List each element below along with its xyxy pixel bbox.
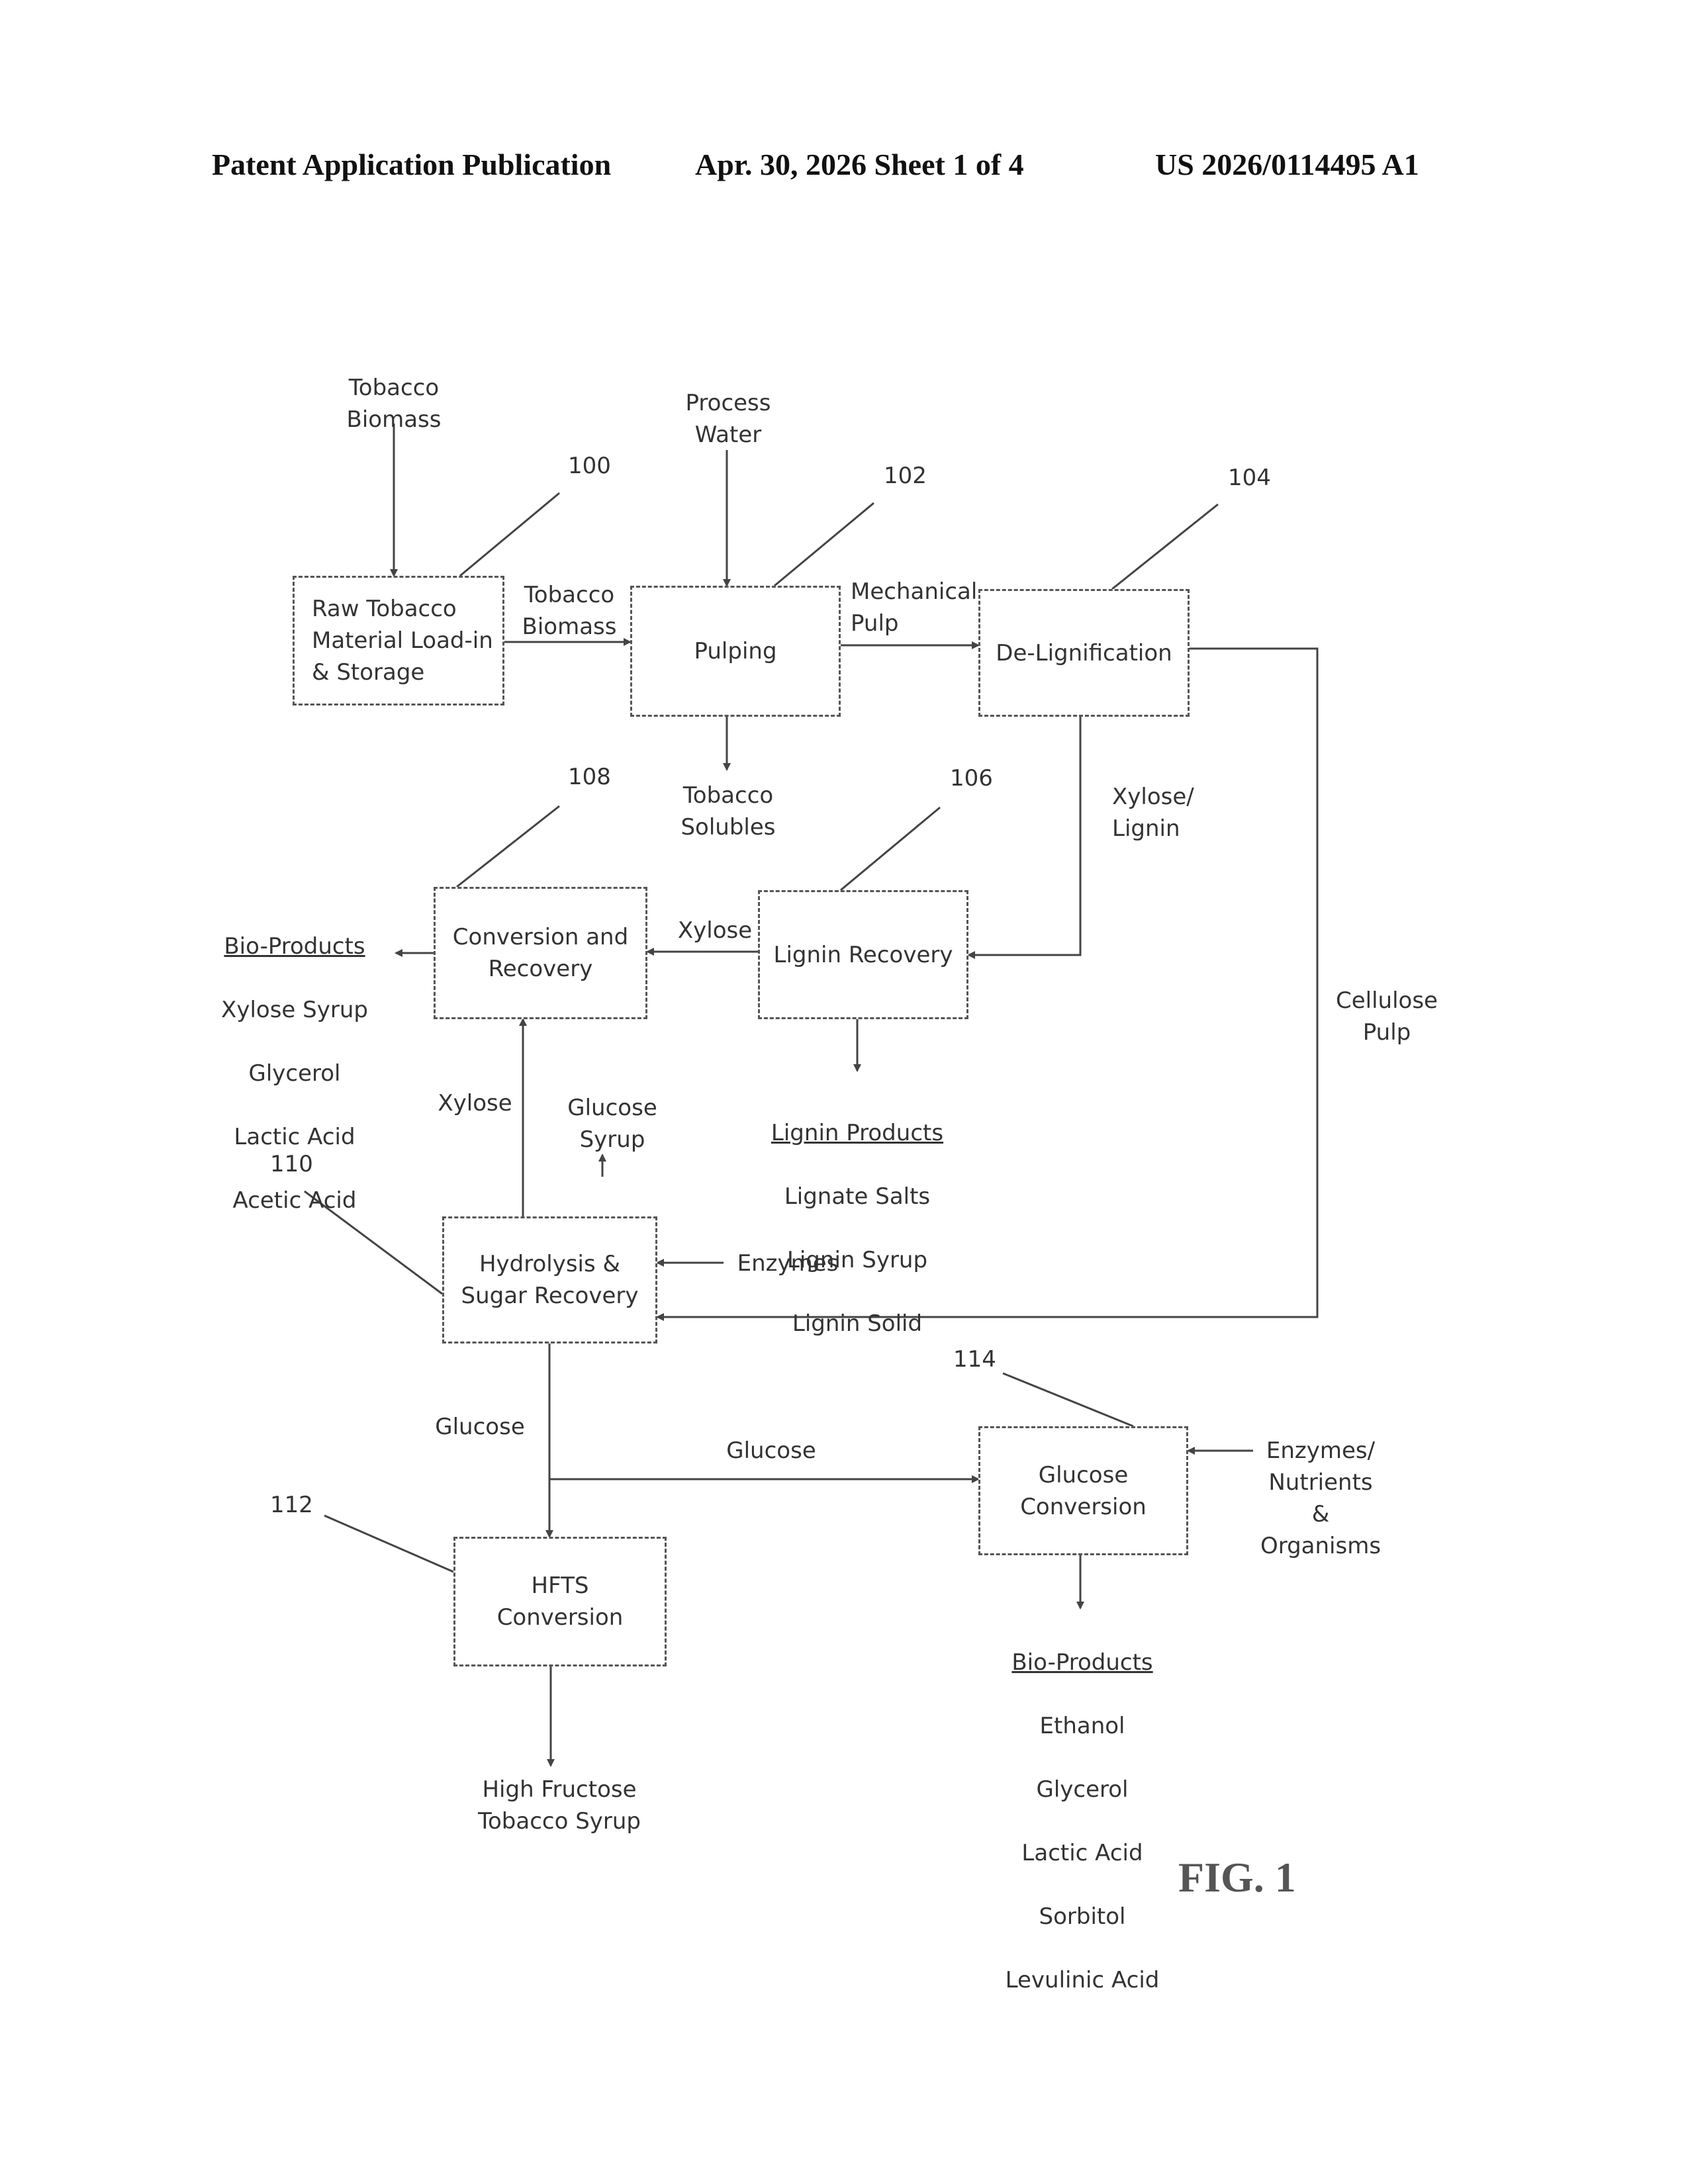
lignin-product-item: Lignin Solid: [768, 1308, 947, 1340]
lignin-product-item: Lignate Salts: [768, 1181, 947, 1212]
bio-product-item: Glycerol: [993, 1774, 1172, 1805]
label-xylose-to-conversion: Xylose: [675, 915, 755, 946]
label-mechanical-pulp: Mechanical Pulp: [851, 576, 983, 639]
arrow-cellulose-pulp: [657, 649, 1317, 1317]
bio-product-item: Levulinic Acid: [993, 1964, 1172, 1996]
leader-104: [1112, 504, 1218, 589]
ref-108: 108: [568, 761, 611, 793]
label-glucose-down: Glucose: [434, 1411, 526, 1443]
bio-product-item: Glycerol: [218, 1058, 371, 1089]
box-hfts-conversion: HFTS Conversion: [453, 1537, 667, 1666]
box-raw-tobacco-storage: Raw Tobacco Material Load-in & Storage: [293, 576, 504, 705]
ref-102: 102: [884, 460, 927, 492]
bio-product-item: Acetic Acid: [218, 1185, 371, 1216]
box-lignin-recovery: Lignin Recovery: [758, 890, 968, 1019]
box-glucose-conversion: Glucose Conversion: [978, 1426, 1188, 1555]
label-tobacco-solubles: Tobacco Solubles: [669, 780, 788, 843]
label-enzymes-nutrients-organisms: Enzymes/ Nutrients & Organisms: [1251, 1435, 1390, 1562]
leader-112: [324, 1516, 453, 1572]
bio-product-item: Ethanol: [993, 1710, 1172, 1742]
leader-106: [841, 807, 940, 890]
lignin-product-item: Lignin Syrup: [768, 1244, 947, 1276]
label-tobacco-biomass-flow: Tobacco Biomass: [513, 579, 626, 643]
label-tobacco-biomass-input: Tobacco Biomass: [344, 372, 444, 435]
label-high-fructose-tobacco-syrup: High Fructose Tobacco Syrup: [473, 1774, 645, 1837]
label-process-water: Process Water: [682, 387, 774, 451]
lignin-products-list: Lignin Products Lignate Salts Lignin Syr…: [768, 1085, 947, 1371]
bio-product-item: Sorbitol: [993, 1901, 1172, 1933]
lignin-products-title: Lignin Products: [768, 1117, 947, 1149]
leader-102: [774, 503, 874, 586]
bio-product-item: Lactic Acid: [218, 1121, 371, 1153]
leader-114: [1003, 1373, 1133, 1426]
label-xylose-up: Xylose: [434, 1087, 516, 1119]
ref-106: 106: [950, 762, 993, 794]
bio-products-title-2: Bio-Products: [993, 1647, 1172, 1678]
arrow-xylose-lignin: [968, 717, 1080, 955]
bio-products-list-2: Bio-Products Ethanol Glycerol Lactic Aci…: [993, 1615, 1172, 2028]
ref-112: 112: [270, 1489, 313, 1521]
box-de-lignification: De-Lignification: [978, 589, 1190, 717]
leader-108: [457, 806, 559, 887]
ref-104: 104: [1228, 462, 1271, 494]
label-cellulose-pulp: Cellulose Pulp: [1327, 985, 1446, 1048]
bio-product-item: Xylose Syrup: [218, 994, 371, 1026]
label-xylose-lignin: Xylose/ Lignin: [1112, 781, 1218, 844]
bio-products-title-1: Bio-Products: [218, 931, 371, 962]
label-glucose-syrup: Glucose Syrup: [559, 1092, 665, 1156]
ref-114: 114: [953, 1343, 996, 1375]
bio-products-list-1: Bio-Products Xylose Syrup Glycerol Lacti…: [218, 899, 371, 1248]
box-pulping: Pulping: [630, 586, 841, 717]
figure-label: FIG. 1: [1178, 1853, 1296, 1902]
leader-100: [460, 493, 559, 576]
label-glucose-right: Glucose: [722, 1435, 821, 1467]
bio-product-item: Lactic Acid: [993, 1837, 1172, 1869]
box-hydrolysis-sugar-recovery: Hydrolysis & Sugar Recovery: [442, 1216, 657, 1343]
box-conversion-recovery: Conversion and Recovery: [434, 887, 647, 1019]
ref-100: 100: [568, 450, 611, 482]
